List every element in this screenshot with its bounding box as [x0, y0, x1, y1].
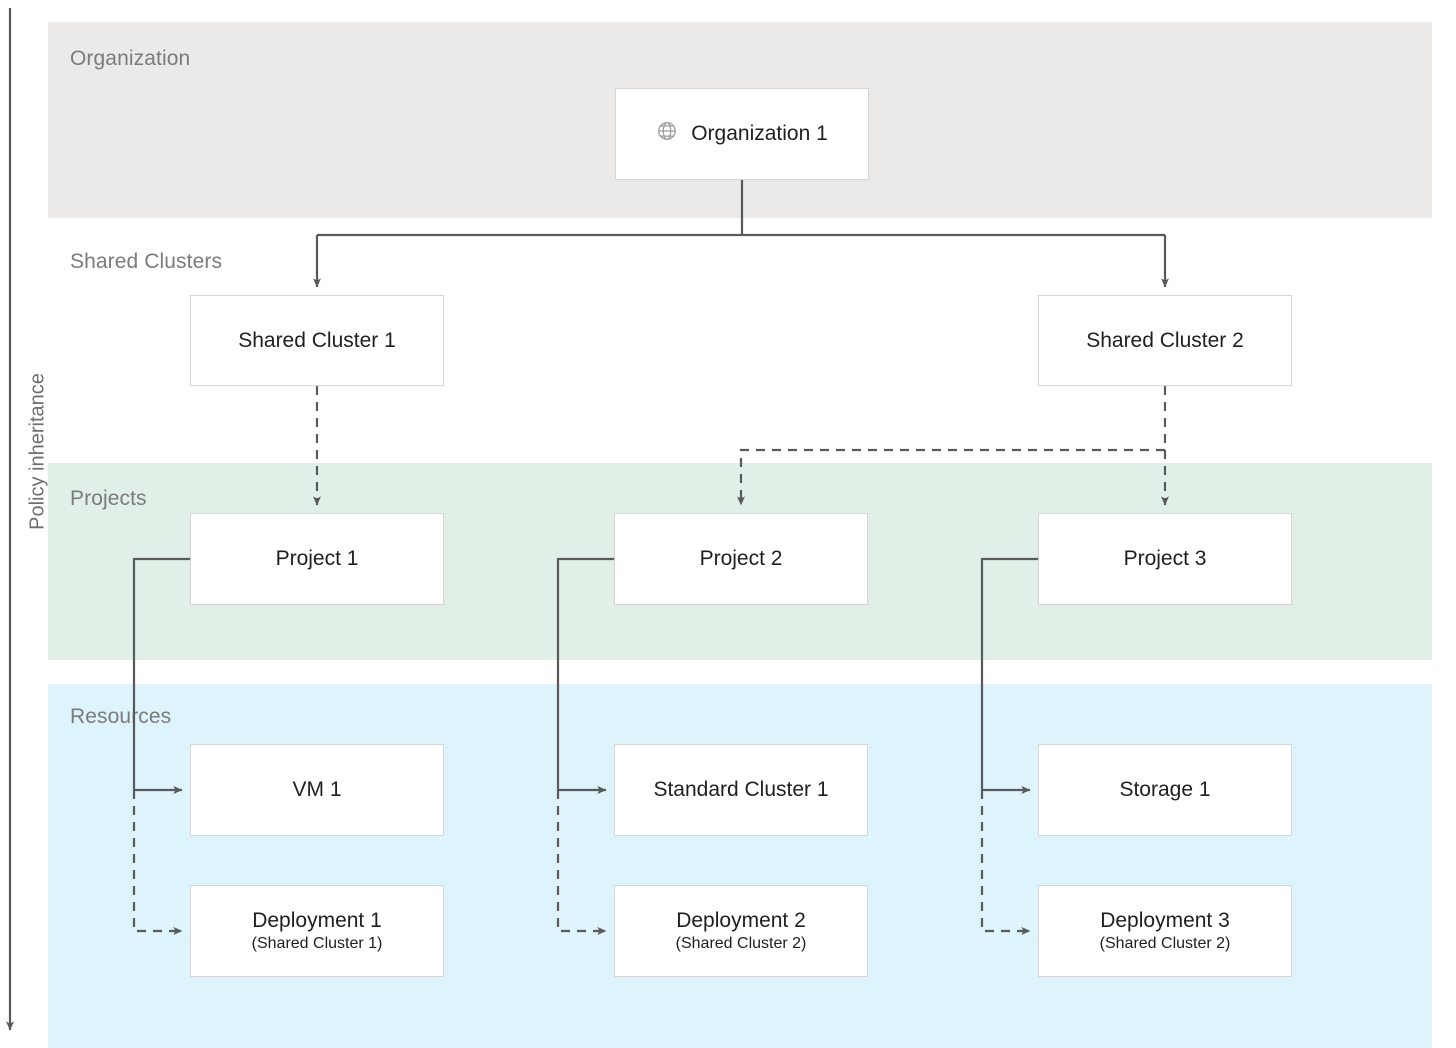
node-label: Project 1 — [275, 547, 359, 570]
node-sublabel: (Shared Cluster 1) — [251, 935, 383, 952]
band-label-resources: Resources — [70, 705, 172, 728]
node-shared-cluster-1[interactable]: Shared Cluster 1 — [190, 295, 444, 386]
node-label: Shared Cluster 2 — [1086, 328, 1244, 352]
policy-inheritance-label: Policy inheritance — [26, 373, 49, 530]
globe-icon — [656, 120, 678, 148]
node-label: Deployment 2 — [676, 909, 806, 932]
node-organization-1[interactable]: Organization 1 — [615, 88, 869, 180]
node-label: Project 3 — [1123, 547, 1207, 570]
node-deployment-1[interactable]: Deployment 1 (Shared Cluster 1) — [190, 885, 444, 977]
node-storage-1[interactable]: Storage 1 — [1038, 744, 1292, 836]
node-label: Organization 1 — [691, 122, 828, 145]
node-sublabel: (Shared Cluster 2) — [675, 935, 807, 952]
node-label: Storage 1 — [1119, 778, 1211, 801]
band-resources — [48, 684, 1432, 1048]
node-deployment-3[interactable]: Deployment 3 (Shared Cluster 2) — [1038, 885, 1292, 977]
band-label-projects: Projects — [70, 487, 147, 510]
node-label: Deployment 3 — [1100, 909, 1230, 932]
node-project-1[interactable]: Project 1 — [190, 513, 444, 605]
node-label: Standard Cluster 1 — [653, 778, 829, 801]
node-standard-cluster-1[interactable]: Standard Cluster 1 — [614, 744, 868, 836]
node-sublabel: (Shared Cluster 2) — [1099, 935, 1231, 952]
node-label: VM 1 — [292, 778, 342, 801]
node-label: Shared Cluster 1 — [238, 328, 396, 352]
node-label: Deployment 1 — [252, 909, 382, 932]
band-label-shared-clusters: Shared Clusters — [70, 250, 223, 273]
band-label-organization: Organization — [70, 47, 191, 70]
node-project-2[interactable]: Project 2 — [614, 513, 868, 605]
node-project-3[interactable]: Project 3 — [1038, 513, 1292, 605]
node-deployment-2[interactable]: Deployment 2 (Shared Cluster 2) — [614, 885, 868, 977]
node-shared-cluster-2[interactable]: Shared Cluster 2 — [1038, 295, 1292, 386]
node-vm-1[interactable]: VM 1 — [190, 744, 444, 836]
node-label: Project 2 — [699, 547, 783, 570]
